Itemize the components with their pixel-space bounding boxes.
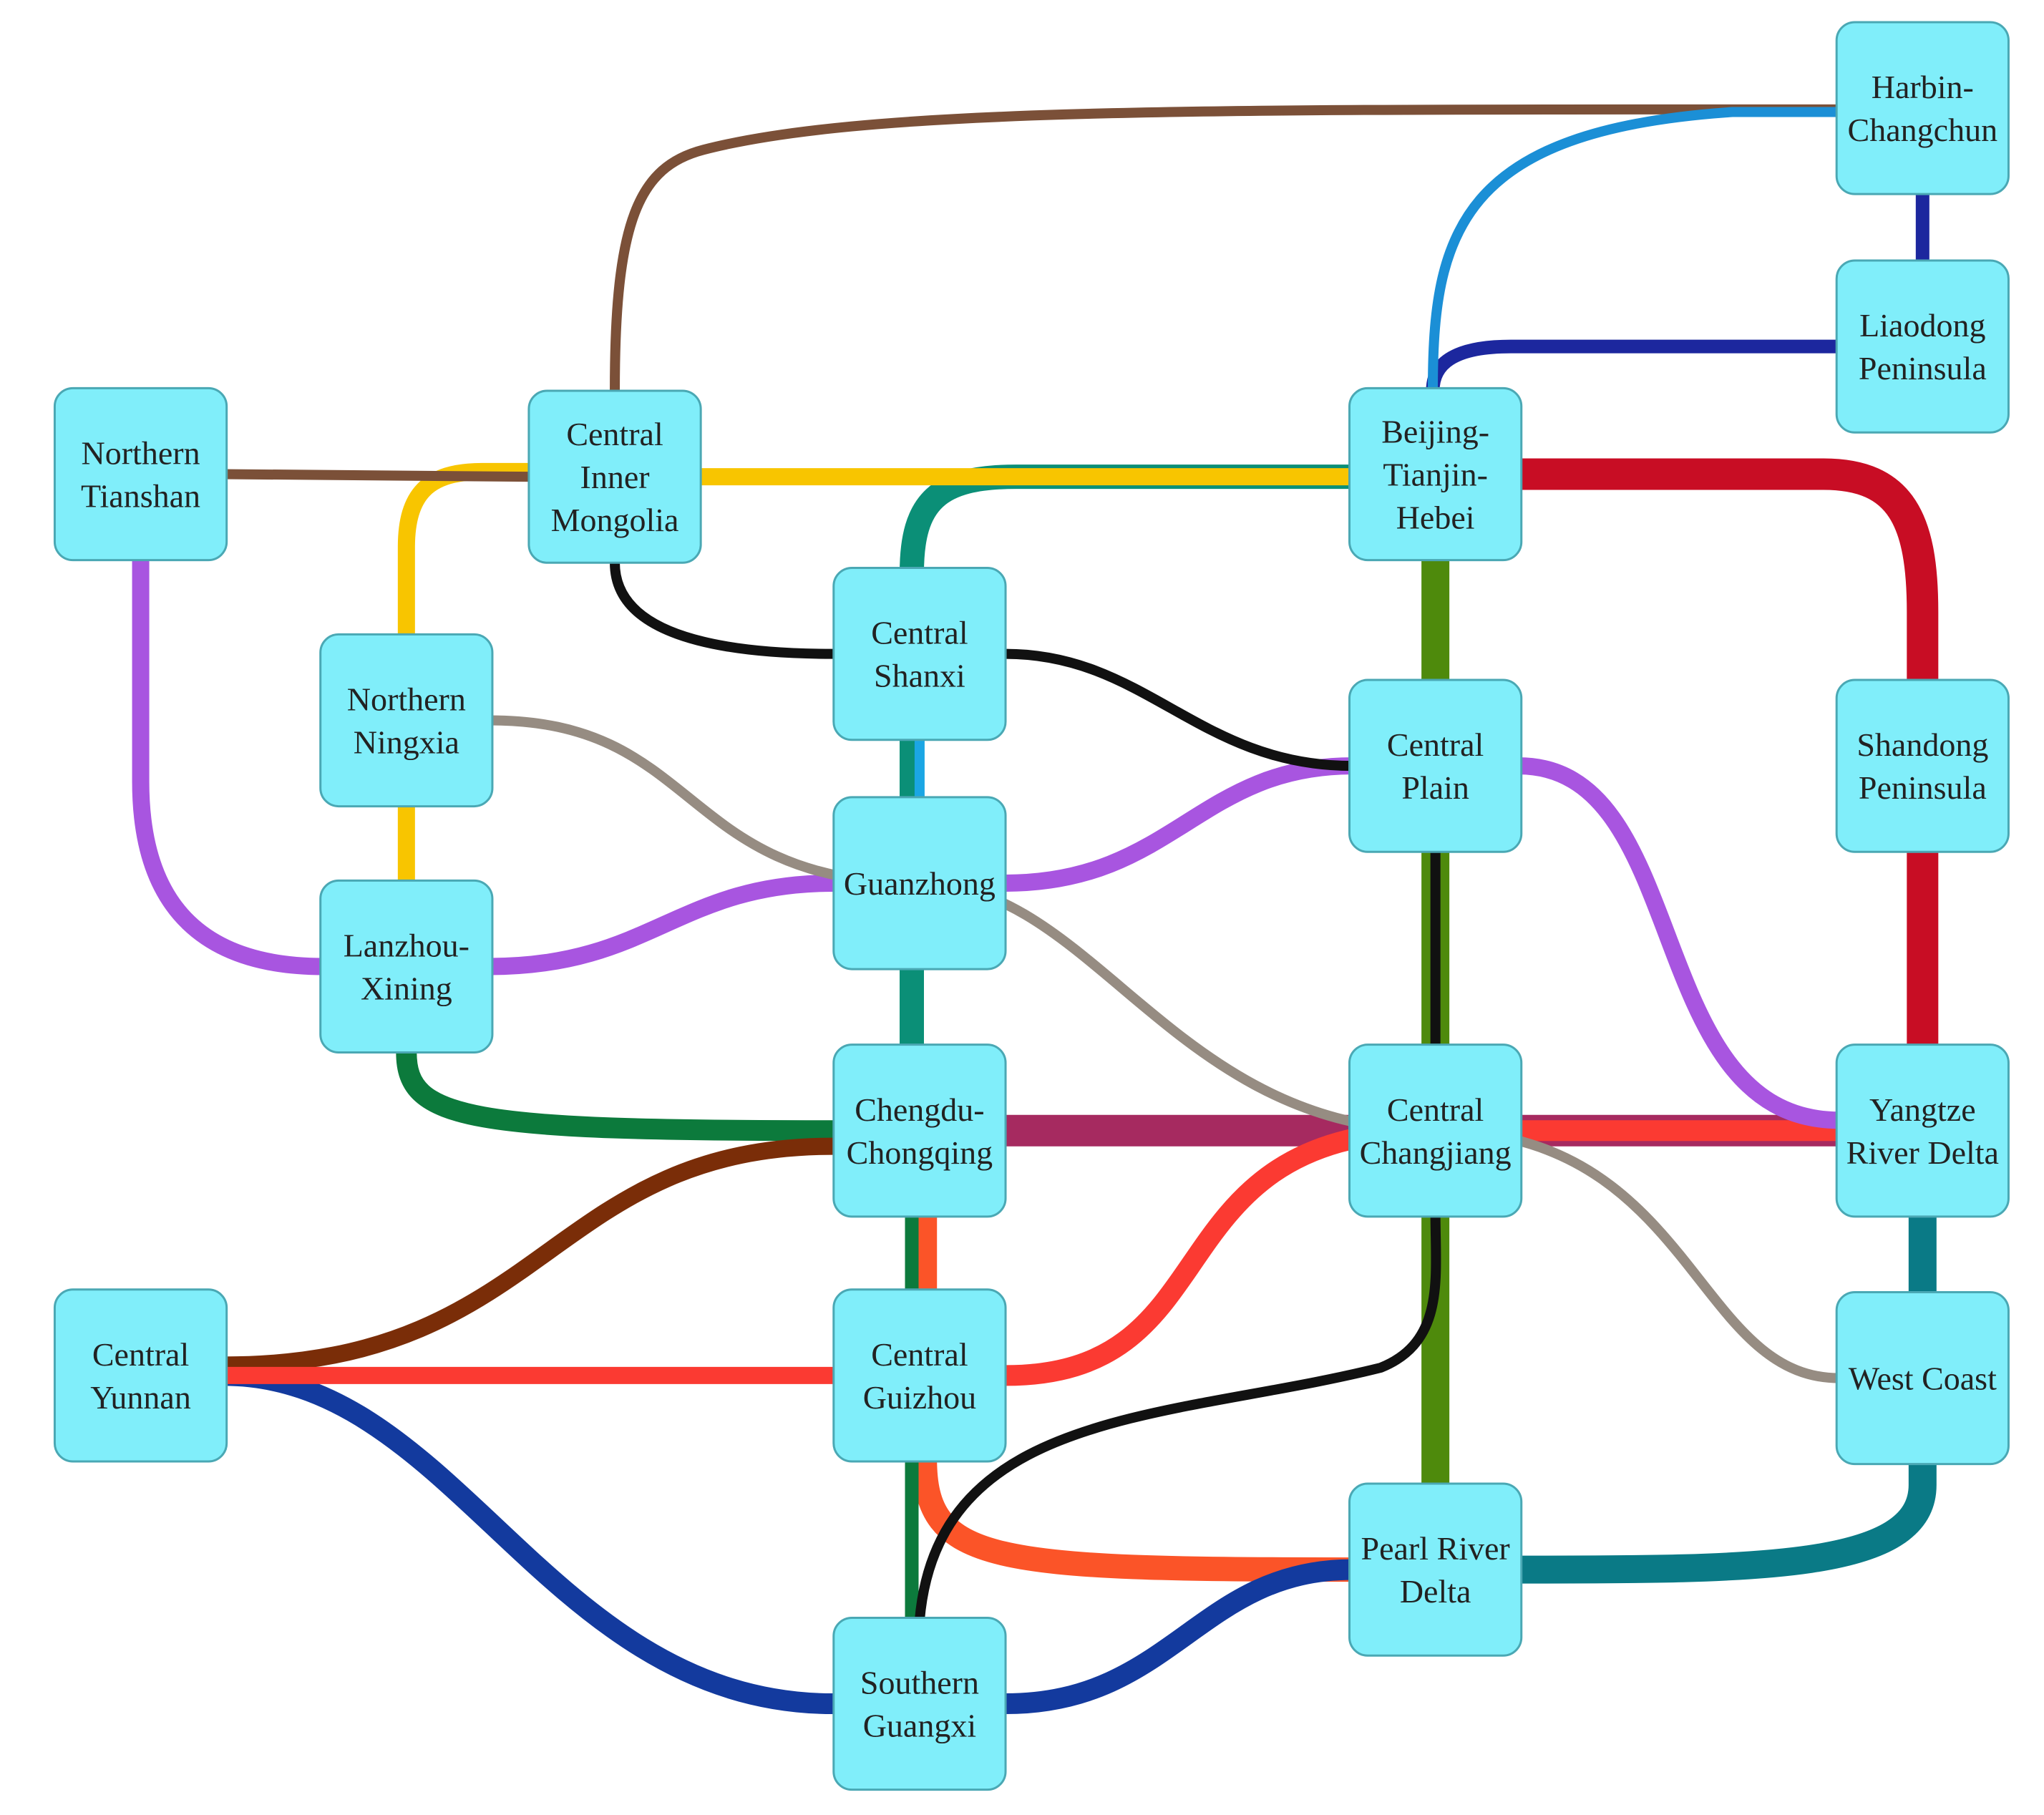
node-label-line: Pearl River bbox=[1361, 1530, 1510, 1567]
node-label-line: Guanzhong bbox=[844, 865, 996, 902]
link-guanzhong-lanzhou bbox=[490, 874, 834, 975]
node-beijing: Beijing- Tianjin- Hebei bbox=[1348, 386, 1523, 562]
link-central-yunnan-southern-guangxi bbox=[224, 1365, 834, 1715]
node-label-line: Guangxi bbox=[863, 1708, 976, 1744]
link-yangtze-pearl-river bbox=[1519, 1214, 1937, 1584]
link-central-inner-mongolia-central-plain bbox=[610, 563, 1353, 772]
node-box bbox=[319, 633, 494, 808]
link-central-plain-yangtze bbox=[1519, 757, 1839, 1129]
link-southern-guangxi-pearl-river bbox=[1006, 1559, 1353, 1715]
link-northern-tianshan-central-inner-mongolia bbox=[223, 469, 529, 482]
node-box bbox=[1835, 1290, 2010, 1466]
node-box bbox=[1348, 386, 1523, 562]
link-lanzhou-chengdu bbox=[396, 1052, 834, 1142]
node-label-line: Guizhou bbox=[863, 1379, 976, 1416]
node-label-line: Ningxia bbox=[354, 724, 459, 760]
node-label-line: Chongqing bbox=[847, 1134, 993, 1171]
node-label-line: Delta bbox=[1400, 1573, 1471, 1610]
node-label-line: River Delta bbox=[1846, 1134, 1999, 1171]
node-label-line: Shanxi bbox=[874, 658, 965, 694]
node-west-coast: West Coast bbox=[1835, 1290, 2010, 1466]
node-lanzhou: Lanzhou- Xining bbox=[319, 879, 494, 1054]
node-label-line: Central bbox=[566, 416, 663, 452]
node-label-line: Peninsula bbox=[1859, 350, 1987, 386]
node-label-line: Southern bbox=[860, 1665, 979, 1701]
node-box bbox=[1835, 1043, 2010, 1218]
node-box bbox=[832, 1616, 1007, 1791]
node-label-line: West Coast bbox=[1849, 1361, 1997, 1397]
node-label-line: Lanzhou- bbox=[344, 927, 469, 963]
node-box bbox=[832, 796, 1007, 970]
node-label-line: Yunnan bbox=[90, 1379, 191, 1416]
node-chengdu: Chengdu- Chongqing bbox=[832, 1043, 1007, 1218]
link-chengdu-central-yunnan bbox=[224, 1137, 834, 1374]
node-label-line: Beijing- bbox=[1381, 413, 1489, 449]
link-liaodong-beijing bbox=[1426, 339, 1839, 391]
node-label-line: Shandong bbox=[1856, 726, 1988, 763]
node-label-line: Changchun bbox=[1848, 112, 1998, 148]
node-box bbox=[319, 879, 494, 1054]
node-label-line: Peninsula bbox=[1859, 769, 1987, 806]
node-label-line: Yangtze bbox=[1869, 1091, 1976, 1128]
node-box bbox=[1348, 678, 1523, 853]
node-label-line: Inner bbox=[580, 459, 650, 495]
node-box bbox=[1835, 21, 2010, 195]
link-northern-tianshan-lanzhou bbox=[132, 557, 323, 975]
node-guanzhong: Guanzhong bbox=[832, 796, 1007, 970]
node-label-line: Tianshan bbox=[81, 477, 200, 514]
node-box bbox=[1835, 259, 2010, 434]
link-northern-ningxia-west-coast bbox=[490, 715, 1839, 1383]
node-box bbox=[832, 1288, 1007, 1463]
node-box bbox=[53, 386, 228, 562]
link-beijing-yangtze bbox=[1519, 458, 1939, 1048]
node-label-line: Central bbox=[871, 615, 968, 651]
node-box bbox=[832, 567, 1007, 741]
node-layer: Harbin-ChangchunLiaodongPeninsulaNorther… bbox=[53, 21, 2010, 1791]
link-central-guizhou-yangtze bbox=[1006, 1120, 1839, 1386]
node-label-line: Central bbox=[871, 1336, 968, 1373]
link-harbin-central-inner-mongolia bbox=[610, 104, 1839, 391]
node-box bbox=[1348, 1482, 1523, 1657]
node-box bbox=[1835, 678, 2010, 853]
link-harbin-beijing bbox=[1427, 107, 1839, 391]
node-label-line: Mongolia bbox=[551, 502, 679, 538]
link-southern-guangxi-central-changjiang bbox=[914, 1214, 1441, 1621]
node-label-line: Liaodong bbox=[1859, 307, 1985, 344]
node-box bbox=[832, 1043, 1007, 1218]
node-label-line: Changjiang bbox=[1360, 1134, 1512, 1171]
node-label-line: Central bbox=[1387, 726, 1484, 763]
node-label-line: Central bbox=[1387, 1091, 1484, 1128]
node-box bbox=[53, 1288, 228, 1463]
node-label-line: Harbin- bbox=[1872, 69, 1974, 105]
node-box bbox=[527, 389, 702, 564]
link-layer bbox=[132, 104, 1939, 1715]
node-label-line: Northern bbox=[82, 434, 200, 471]
link-guanzhong-central-plain bbox=[1006, 757, 1353, 892]
node-label-line: Tianjin- bbox=[1383, 456, 1488, 492]
link-chengdu-pearl-river bbox=[912, 1216, 1353, 1582]
node-label-line: Northern bbox=[347, 681, 466, 717]
node-harbin: Harbin- Changchun bbox=[1835, 21, 2010, 195]
node-label-line: Plain bbox=[1401, 769, 1469, 806]
node-label-line: Chengdu- bbox=[855, 1091, 984, 1128]
node-label-line: Hebei bbox=[1396, 499, 1475, 535]
node-label-line: Xining bbox=[361, 970, 452, 1006]
node-box bbox=[1348, 1043, 1523, 1218]
node-label-line: Central bbox=[92, 1336, 189, 1373]
